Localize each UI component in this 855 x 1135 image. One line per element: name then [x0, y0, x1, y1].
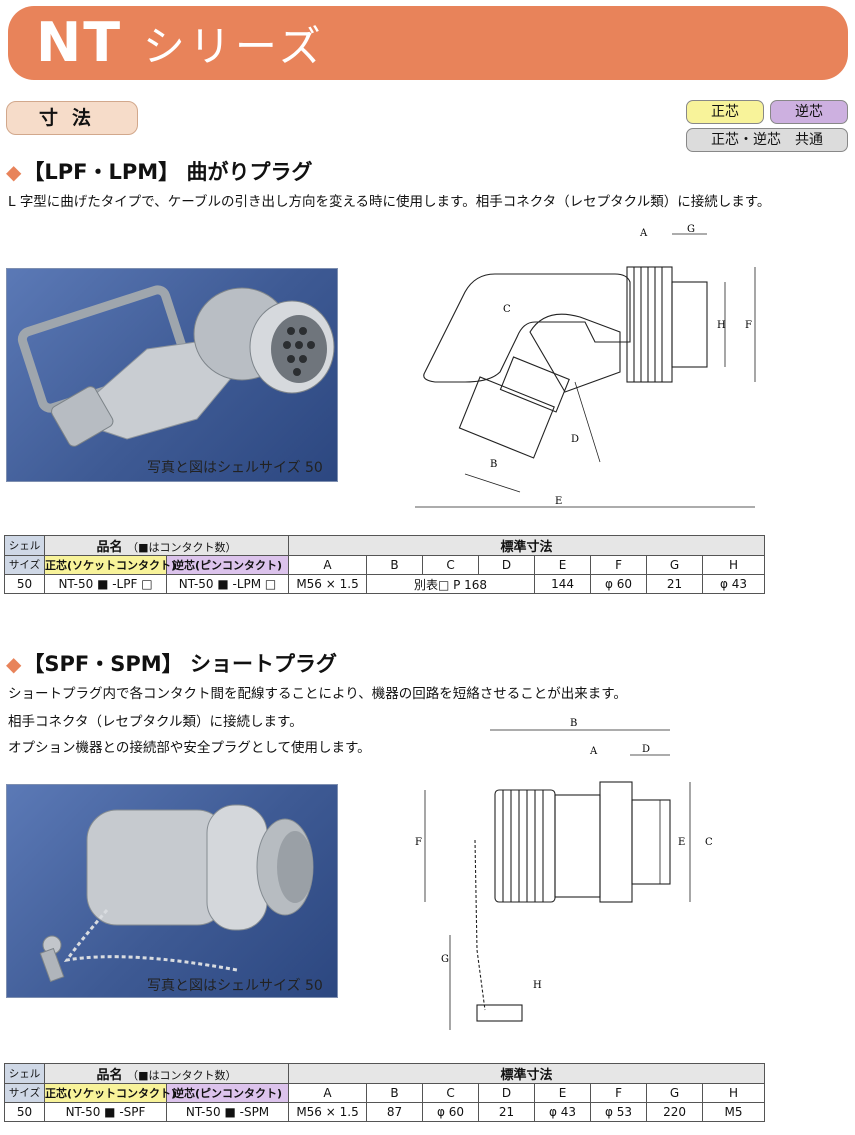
cell-reverse: NT-50 ■ -SPM: [165, 1102, 290, 1122]
section2-description-line-1: ショートプラグ内で各コンタクト間を配線することにより、機器の回路を短絡させること…: [8, 686, 627, 702]
section2-heading-text: 【SPF・SPM】 ショートプラグ: [23, 652, 337, 676]
label-A: A: [589, 746, 598, 757]
label-F: F: [745, 320, 752, 331]
section2-description-line-3: オプション機器との接続部や安全プラグとして使用します。: [8, 740, 371, 756]
cell-normal: NT-50 ■ -LPF □: [44, 574, 167, 594]
col-B: B: [366, 555, 424, 575]
label-C: C: [705, 837, 713, 848]
label-E: E: [678, 837, 685, 848]
cell-H: M5: [702, 1102, 766, 1122]
cell-B: 87: [366, 1102, 424, 1122]
section1-dimension-drawing: A G C H F D B E: [415, 224, 756, 508]
series-title: NT シリーズ: [36, 8, 325, 82]
section2-spec-table: シェル 品名 （■はコンタクト数） 標準寸法 サイズ 正芯(ソケットコンタクト)…: [4, 1063, 766, 1122]
col-H: H: [702, 555, 766, 575]
cell-E: φ 43: [534, 1102, 592, 1122]
cell-G: 21: [646, 574, 704, 594]
dims-header: 標準寸法: [288, 535, 766, 556]
section1-photo-caption: 写真と図はシェルサイズ 50: [147, 460, 323, 476]
reverse-header: 逆芯(ピンコンタクト): [165, 555, 290, 575]
shell-header-1: シェル: [4, 1063, 45, 1084]
cell-E: 144: [534, 574, 592, 594]
series-banner: [8, 6, 848, 80]
elbow-plug-photo-illustration: [17, 285, 335, 447]
col-D: D: [478, 555, 536, 575]
col-A: A: [288, 555, 368, 575]
col-B: B: [366, 1083, 424, 1103]
series-suffix: シリーズ: [142, 22, 325, 71]
shell-header-1: シェル: [4, 535, 45, 556]
section1-description: L 字型に曲げたタイプで、ケーブルの引き出し方向を変える時に使用します。相手コネ…: [8, 194, 771, 210]
table-row: 50 NT-50 ■ -SPF NT-50 ■ -SPM M56 × 1.5 8…: [4, 1102, 766, 1122]
series-code: NT: [36, 11, 123, 74]
name-header-text: 品名: [96, 1068, 123, 1083]
col-E: E: [534, 555, 592, 575]
badge-normal: 正芯: [686, 100, 764, 124]
label-G: G: [441, 954, 449, 965]
short-plug-photo-illustration: [39, 804, 314, 983]
label-B: B: [490, 459, 497, 470]
cell-H: φ 43: [702, 574, 766, 594]
cell-A: M56 × 1.5: [288, 574, 368, 594]
label-D: D: [571, 434, 579, 445]
section2-heading: ◆【SPF・SPM】 ショートプラグ: [6, 648, 337, 678]
badge-reverse: 逆芯: [770, 100, 848, 124]
cell-BCD: 別表□ P 168: [366, 574, 536, 594]
name-header-note: （■はコンタクト数）: [127, 541, 237, 554]
shell-header-2: サイズ: [4, 1083, 45, 1103]
label-A: A: [639, 228, 648, 239]
name-header-note: （■はコンタクト数）: [127, 1069, 237, 1082]
section2-photo-caption: 写真と図はシェルサイズ 50: [147, 978, 323, 994]
name-header: 品名 （■はコンタクト数）: [43, 535, 290, 556]
cell-size: 50: [4, 574, 45, 594]
section2-dimension-drawing: B A D F E C G H: [415, 718, 713, 1030]
label-D: D: [642, 744, 650, 755]
col-E: E: [534, 1083, 592, 1103]
label-G: G: [687, 224, 695, 235]
cell-G: 220: [646, 1102, 704, 1122]
section1-heading: ◆【LPF・LPM】 曲がりプラグ: [6, 156, 313, 186]
label-H: H: [717, 320, 726, 331]
badge-common: 正芯・逆芯 共通: [686, 128, 848, 152]
cell-A: M56 × 1.5: [288, 1102, 368, 1122]
cell-F: φ 53: [590, 1102, 648, 1122]
cell-F: φ 60: [590, 574, 648, 594]
section2-photo: 写真と図はシェルサイズ 50: [6, 784, 338, 998]
cell-D: 21: [478, 1102, 536, 1122]
col-G: G: [646, 1083, 704, 1103]
cell-reverse: NT-50 ■ -LPM □: [165, 574, 290, 594]
section1-photo: 写真と図はシェルサイズ 50: [6, 268, 338, 482]
section2-description-line-2: 相手コネクタ（レセプタクル類）に接続します。: [8, 714, 303, 730]
label-E: E: [555, 496, 562, 507]
name-header: 品名 （■はコンタクト数）: [43, 1063, 290, 1084]
shell-header-2: サイズ: [4, 555, 45, 575]
label-B: B: [570, 718, 577, 729]
col-H: H: [702, 1083, 766, 1103]
label-H: H: [533, 980, 542, 991]
col-C: C: [422, 1083, 480, 1103]
col-F: F: [590, 555, 648, 575]
col-D: D: [478, 1083, 536, 1103]
reverse-header: 逆芯(ピンコンタクト): [165, 1083, 290, 1103]
section1-heading-text: 【LPF・LPM】 曲がりプラグ: [23, 160, 313, 184]
table-row: 50 NT-50 ■ -LPF □ NT-50 ■ -LPM □ M56 × 1…: [4, 574, 766, 594]
diamond-icon: ◆: [6, 652, 22, 676]
dims-header: 標準寸法: [288, 1063, 766, 1084]
col-F: F: [590, 1083, 648, 1103]
label-C: C: [503, 304, 511, 315]
diamond-icon: ◆: [6, 160, 22, 184]
section-tab: 寸法: [6, 101, 138, 135]
name-header-text: 品名: [96, 540, 123, 555]
normal-header: 正芯(ソケットコンタクト): [44, 555, 176, 575]
col-A: A: [288, 1083, 368, 1103]
section1-spec-table: シェル 品名 （■はコンタクト数） 標準寸法 サイズ 正芯(ソケットコンタクト)…: [4, 535, 766, 594]
cell-normal: NT-50 ■ -SPF: [44, 1102, 167, 1122]
cell-C: φ 60: [422, 1102, 480, 1122]
label-F: F: [415, 837, 422, 848]
cell-size: 50: [4, 1102, 45, 1122]
col-C: C: [422, 555, 480, 575]
col-G: G: [646, 555, 704, 575]
normal-header: 正芯(ソケットコンタクト): [44, 1083, 176, 1103]
